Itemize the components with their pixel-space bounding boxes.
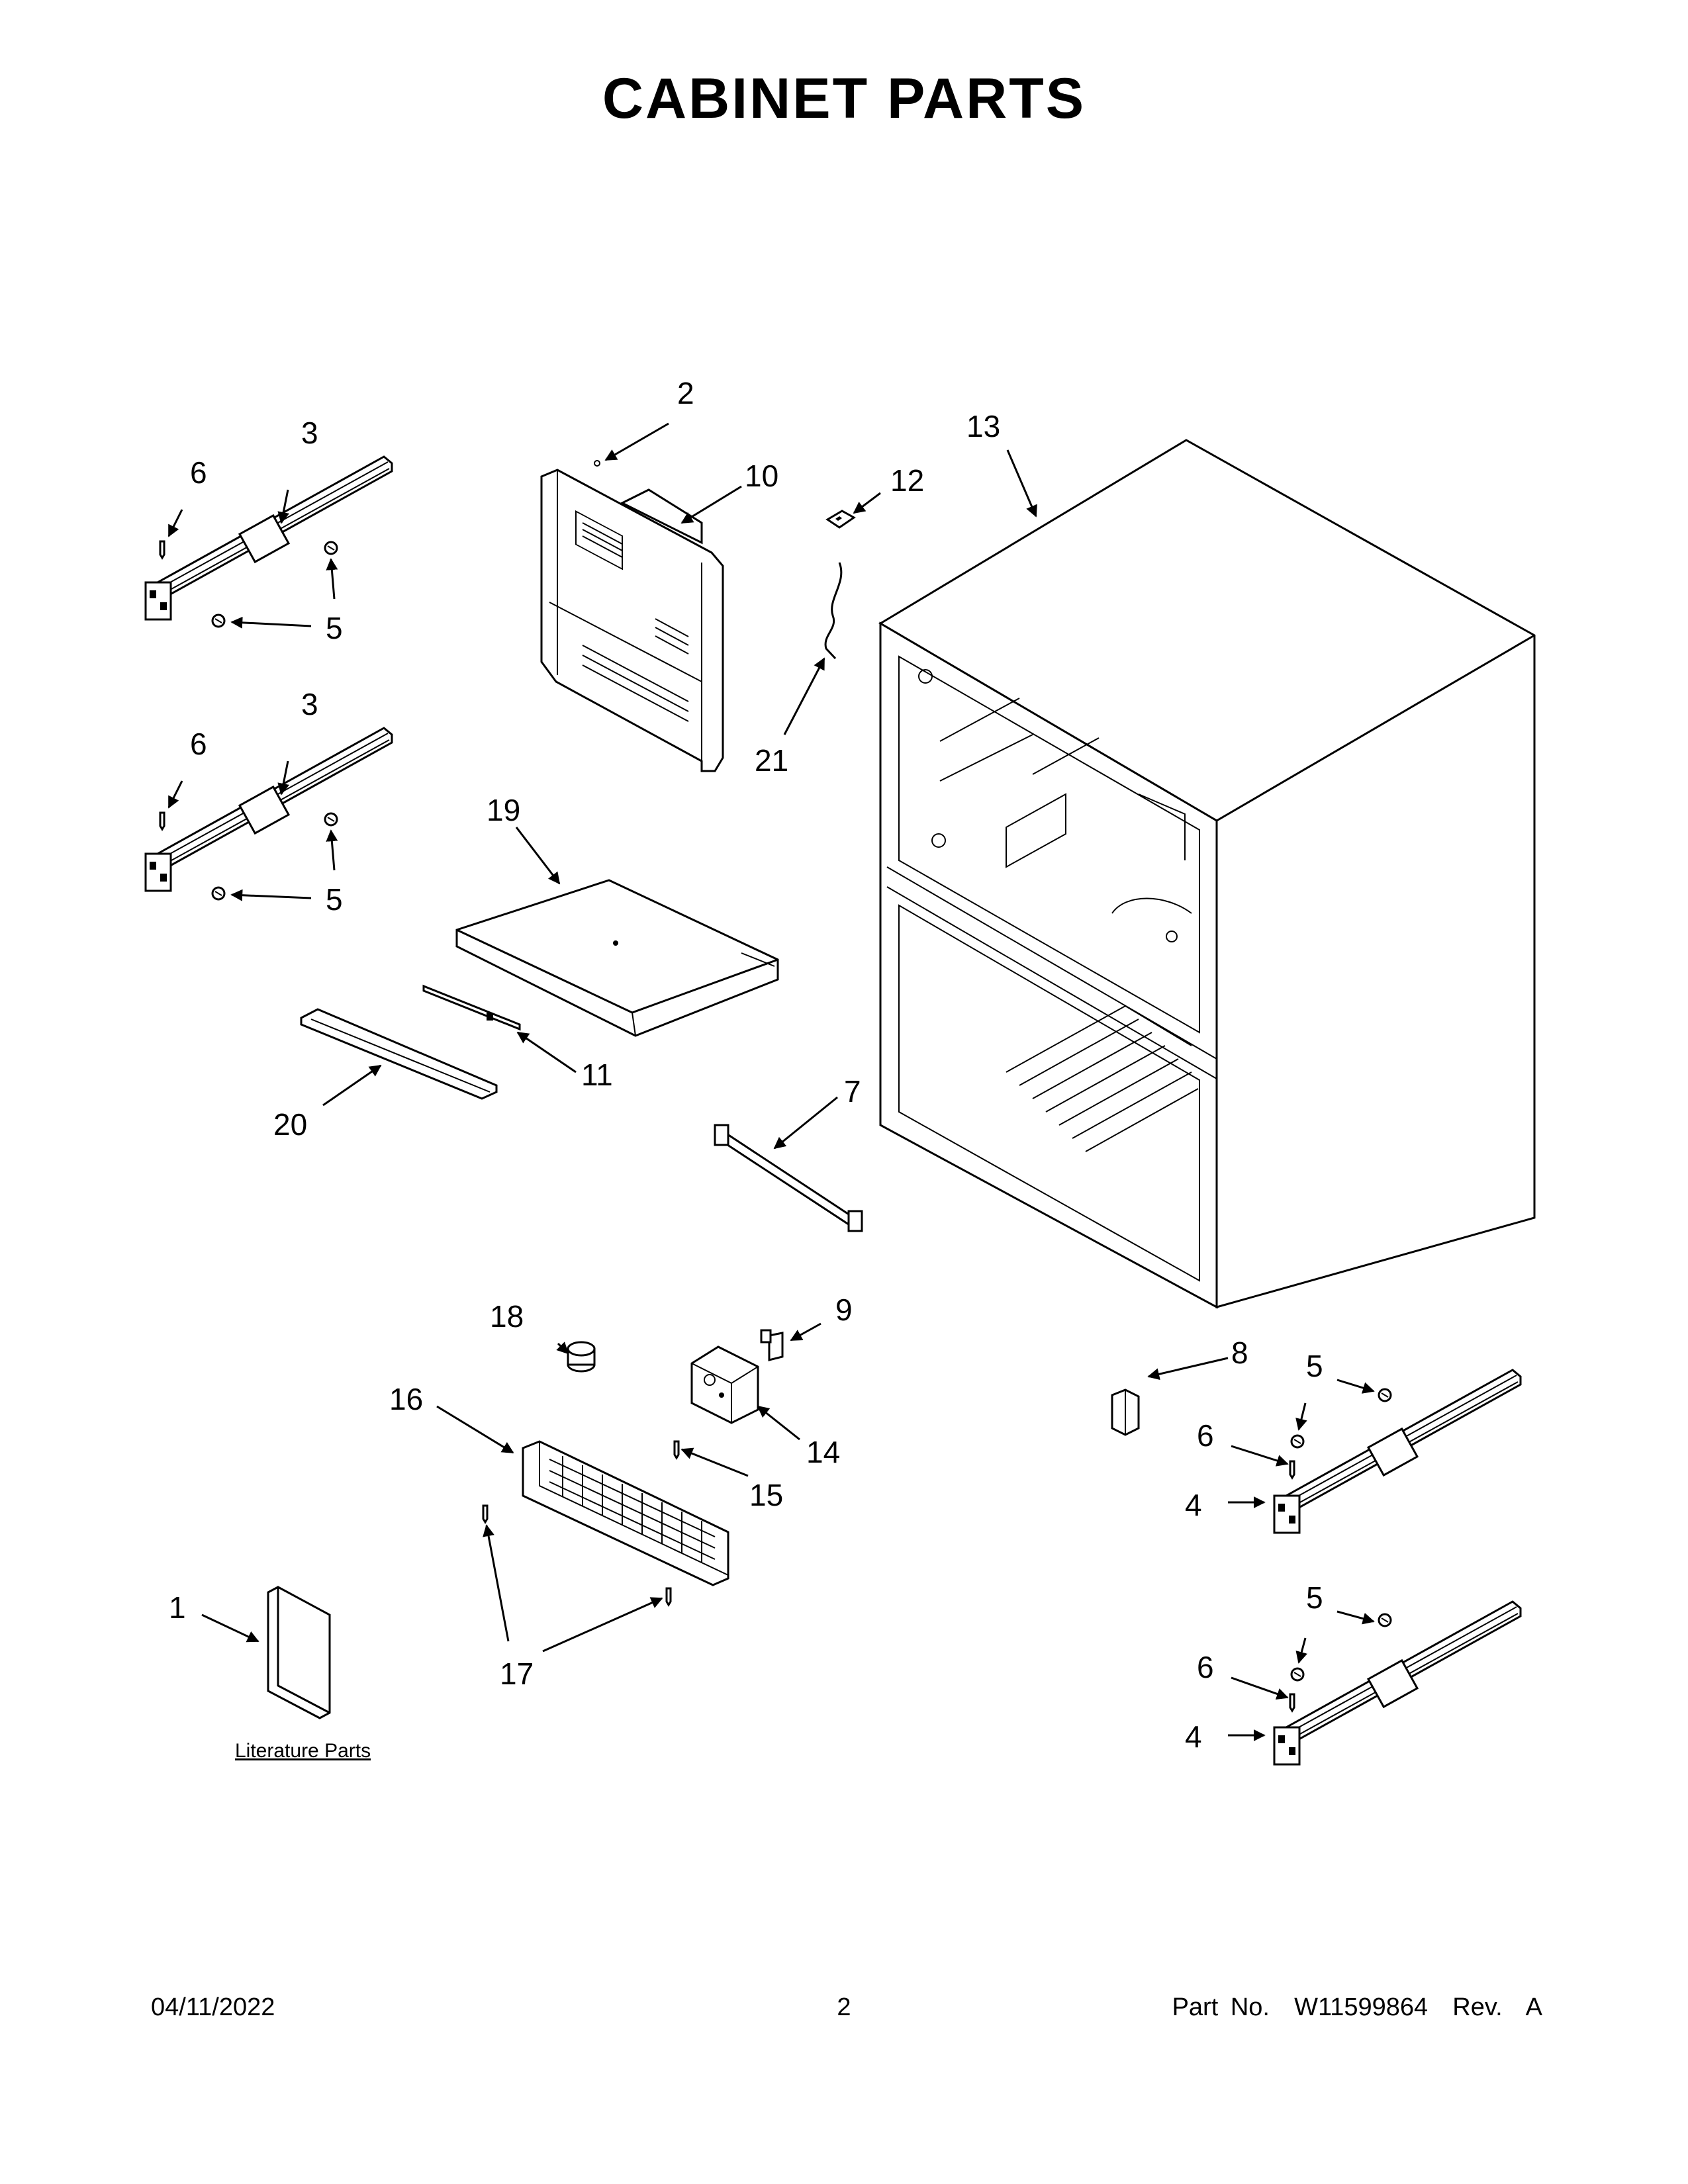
rail-assembly-upper-left — [144, 455, 393, 628]
literature-booklet — [267, 1586, 331, 1719]
rail-assembly-upper-right — [1273, 1369, 1522, 1534]
callout-13: 13 — [966, 409, 1000, 443]
callout-5a: 5 — [326, 611, 343, 645]
footer-page-number: 2 — [837, 1993, 851, 2021]
callout-11: 11 — [581, 1058, 613, 1092]
callout-14: 14 — [806, 1435, 840, 1469]
callout-16: 16 — [389, 1382, 423, 1416]
callout-6a: 6 — [190, 455, 207, 490]
callout-6b: 6 — [190, 727, 207, 761]
door-stop-bracket — [1111, 1388, 1140, 1436]
rail-assembly-lower-left — [144, 727, 393, 901]
footer-date: 04/11/2022 — [151, 1993, 275, 2021]
callout-19: 19 — [487, 793, 520, 827]
page-title: CABINET PARTS — [602, 67, 1086, 130]
thermistor — [825, 510, 856, 529]
callout-18: 18 — [490, 1299, 524, 1334]
callout-labels: 2 10 12 13 21 19 11 20 7 9 18 14 15 16 1… — [169, 376, 1323, 1754]
callout-17: 17 — [500, 1657, 534, 1691]
shelf-track — [300, 1008, 498, 1100]
clip — [760, 1329, 784, 1361]
divider-shelf — [455, 879, 779, 1037]
callout-6d: 6 — [1197, 1650, 1214, 1684]
callout-21: 21 — [755, 743, 788, 778]
small-screw-17a — [482, 1504, 489, 1524]
sensor-wire — [824, 562, 843, 660]
callout-6c: 6 — [1197, 1418, 1214, 1453]
callout-4a: 4 — [1185, 1488, 1202, 1522]
refrigerator-cabinet — [878, 439, 1536, 1309]
callout-5c: 5 — [1306, 1349, 1323, 1383]
toe-grille — [522, 1440, 729, 1586]
callout-1: 1 — [169, 1590, 186, 1625]
callout-15: 15 — [749, 1478, 783, 1512]
shelf-strip — [422, 984, 521, 1031]
callout-7: 7 — [844, 1074, 861, 1109]
control-knob — [567, 1341, 596, 1373]
callout-20: 20 — [273, 1107, 307, 1142]
rail-assembly-lower-right — [1273, 1600, 1522, 1766]
callout-12: 12 — [890, 463, 924, 498]
literature-caption: Literature Parts — [235, 1740, 371, 1762]
callout-3b: 3 — [301, 687, 318, 721]
callout-10: 10 — [745, 459, 778, 493]
callout-3a: 3 — [301, 416, 318, 450]
control-box — [690, 1345, 759, 1424]
support-rod — [714, 1124, 863, 1232]
callout-5b: 5 — [326, 882, 343, 917]
footer-part-number: Part No. W11599864 Rev. A — [1172, 1993, 1542, 2021]
callout-9: 9 — [835, 1293, 853, 1327]
callout-4b: 4 — [1185, 1719, 1202, 1754]
callout-2: 2 — [677, 376, 694, 410]
small-screw-17b — [665, 1587, 672, 1606]
air-duct-cover — [540, 460, 724, 772]
small-screw-15 — [673, 1440, 680, 1459]
callout-8: 8 — [1231, 1336, 1248, 1370]
leader-lines — [167, 422, 1375, 1741]
callout-5d: 5 — [1306, 1580, 1323, 1615]
